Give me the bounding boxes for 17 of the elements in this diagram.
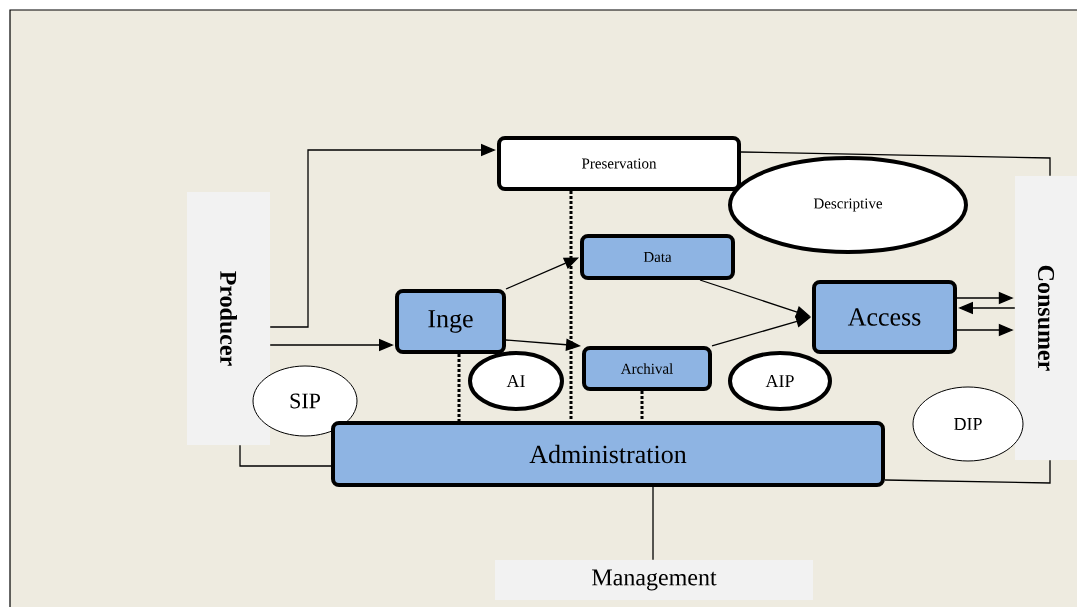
dotted-line xyxy=(457,354,461,421)
process-box: Inge xyxy=(395,289,506,354)
consumer-band: Consumer xyxy=(1015,176,1077,460)
management-band: Management xyxy=(495,560,813,600)
connector-line xyxy=(239,444,332,467)
dotted-line xyxy=(640,391,644,421)
process-box: Access xyxy=(812,280,957,354)
producer-band: Producer xyxy=(187,192,270,445)
connector-line xyxy=(740,151,1051,177)
process-box: Data xyxy=(580,234,735,280)
connector-line xyxy=(652,486,654,561)
process-box: Archival xyxy=(582,346,712,391)
dotted-line xyxy=(569,191,573,421)
process-box: Preservation xyxy=(497,136,741,191)
process-box: Administration xyxy=(331,421,885,487)
connector-line xyxy=(884,459,1051,484)
arrow xyxy=(699,279,811,318)
